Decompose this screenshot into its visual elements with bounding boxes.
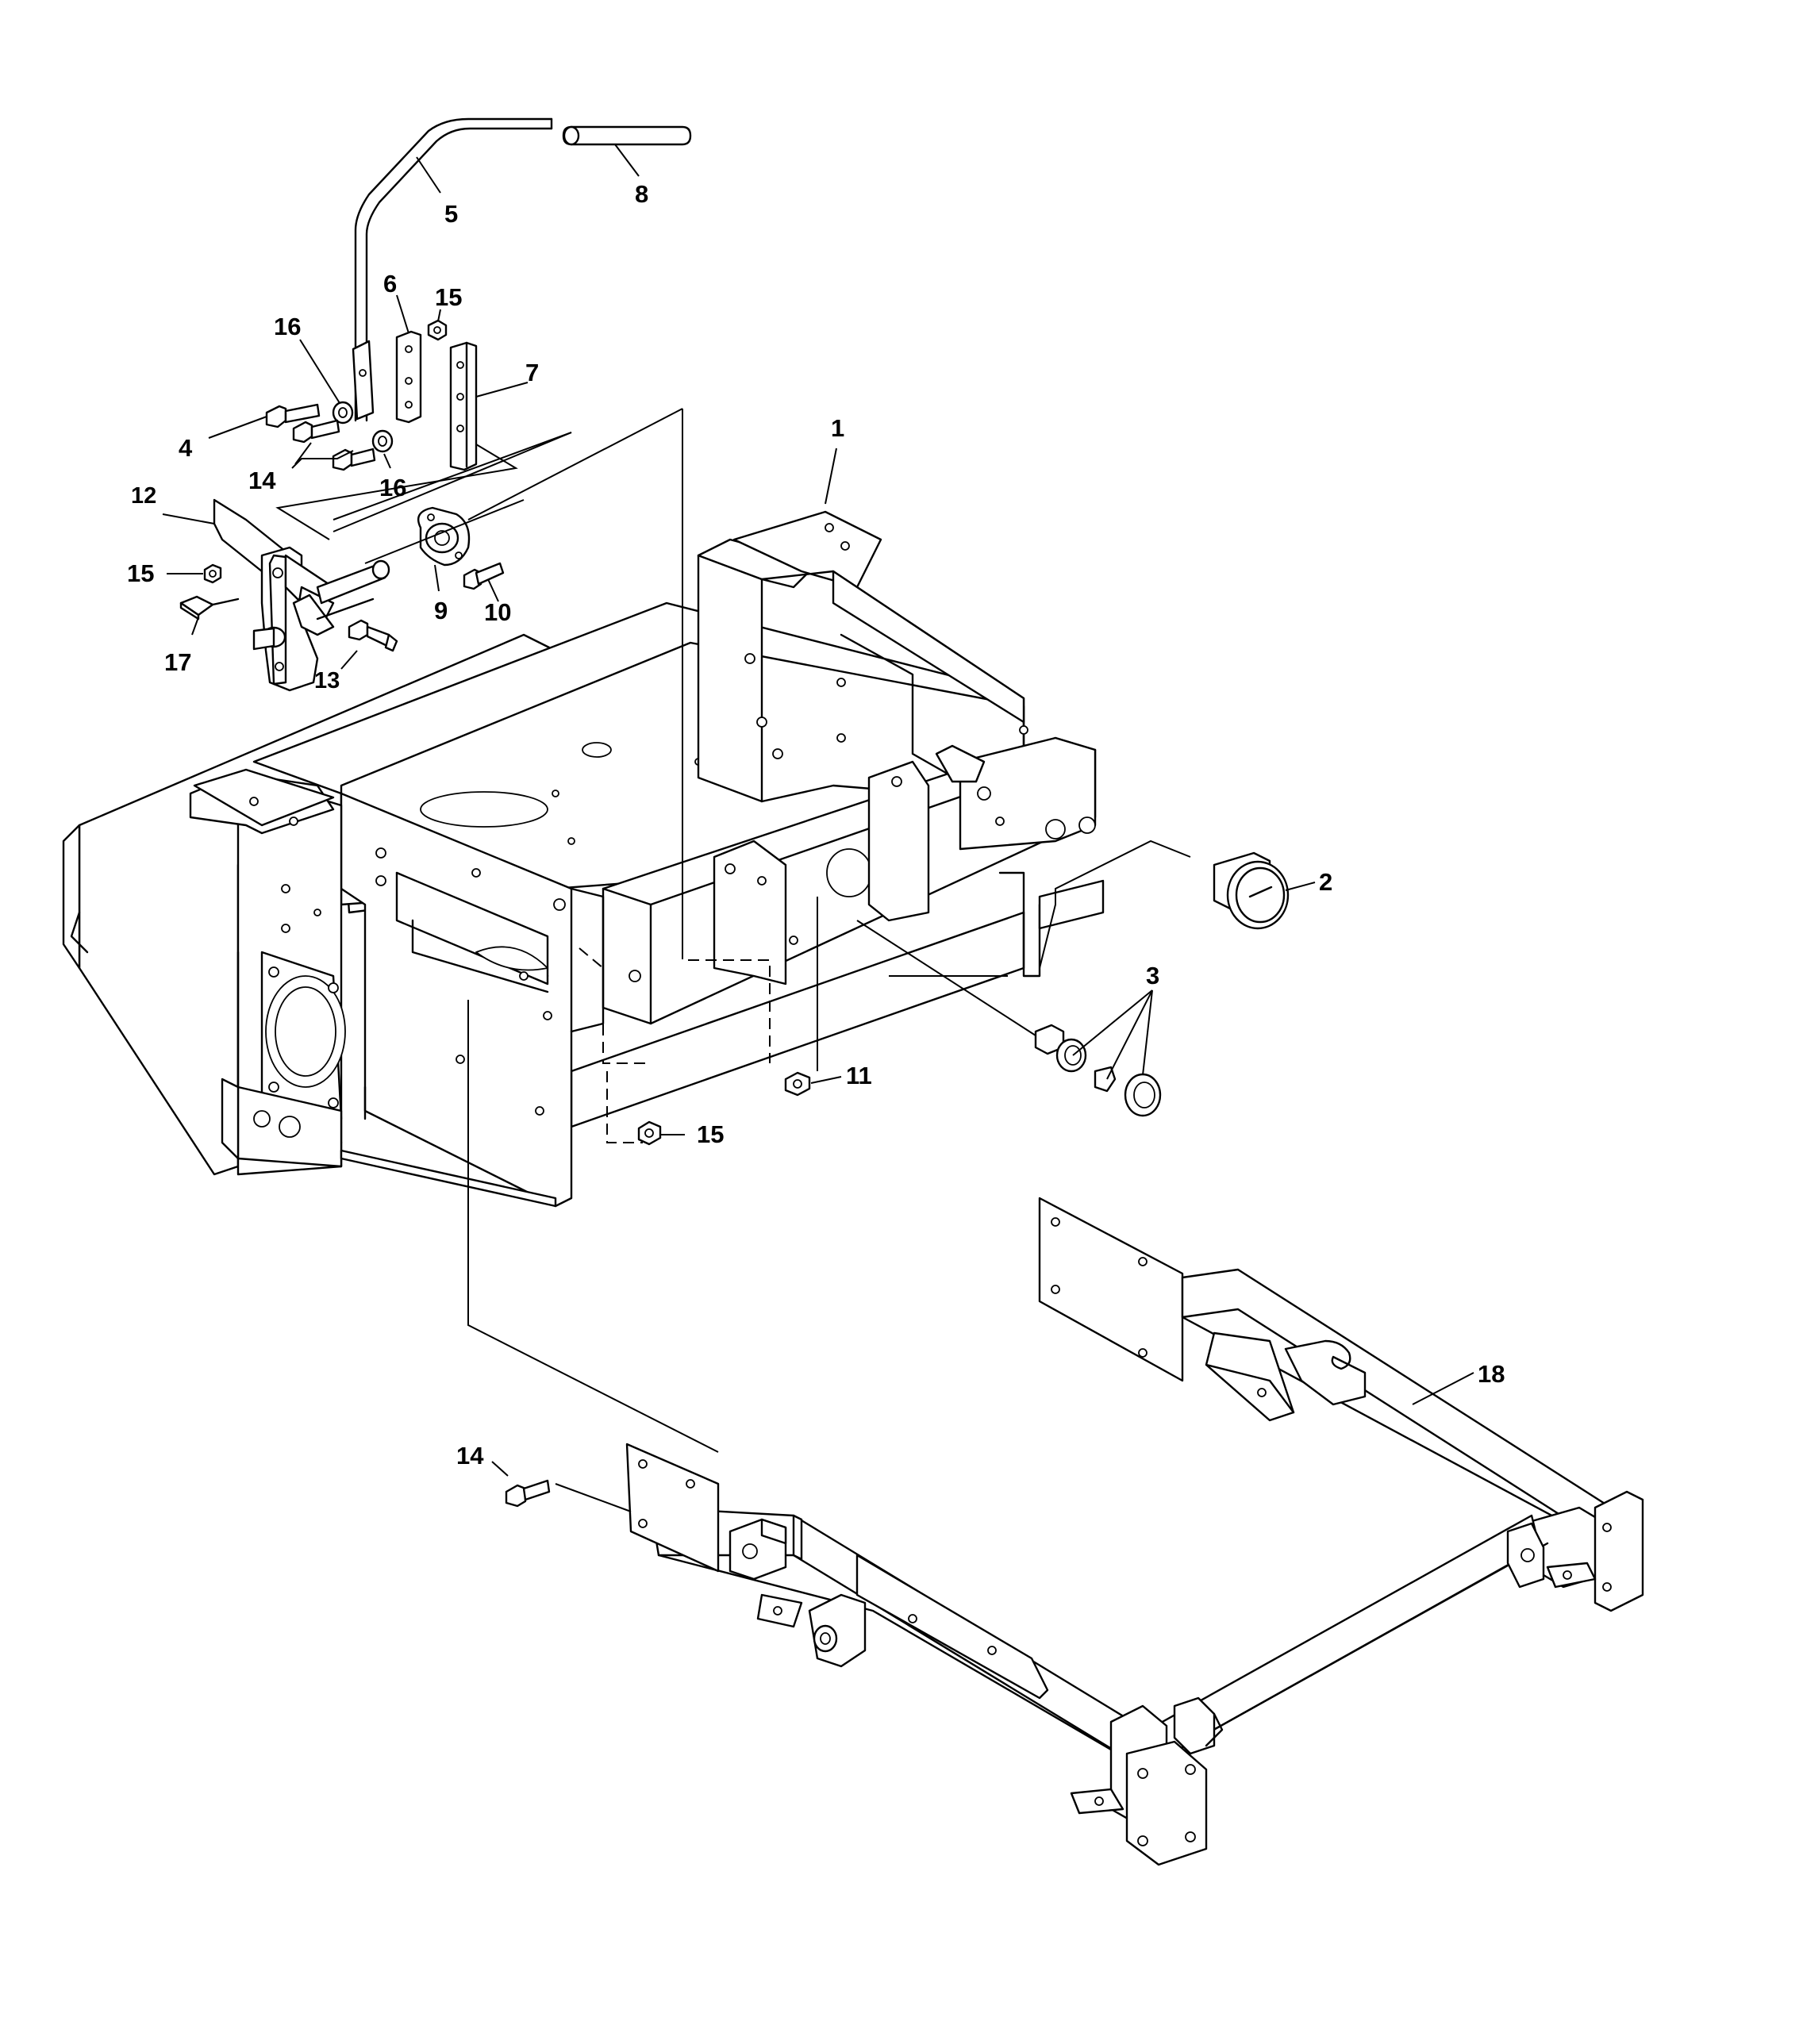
callout-11: 11	[846, 1062, 872, 1089]
callout-13: 13	[314, 668, 340, 694]
assembly-leader-lines	[275, 408, 1191, 1512]
lift-handle-part-5	[352, 117, 553, 422]
callout-16-upper: 16	[274, 313, 301, 340]
callout-15-left: 15	[127, 559, 154, 587]
callout-12: 12	[131, 483, 156, 509]
cap-part-2	[1213, 851, 1290, 930]
clip-part-17	[179, 595, 240, 620]
link-part-6	[395, 330, 422, 424]
pivot-bracket-part-12	[213, 498, 390, 692]
callout-1: 1	[831, 414, 844, 442]
callout-5: 5	[444, 200, 458, 228]
nut-part-15-bottom	[637, 1120, 662, 1146]
callout-9: 9	[434, 597, 448, 624]
callout-4: 4	[179, 434, 193, 462]
main-frame-part-1	[62, 510, 1105, 1208]
bolt-part-14-upper	[292, 419, 340, 444]
nut-part-15-left	[203, 563, 222, 584]
grip-part-8	[562, 125, 692, 146]
callout-6: 6	[383, 270, 397, 298]
callout-8: 8	[635, 180, 648, 208]
bolt-part-10	[463, 562, 505, 590]
callout-3: 3	[1146, 962, 1159, 989]
washer-part-16-upper	[332, 401, 354, 425]
callout-16-lower: 16	[379, 474, 406, 501]
bar-part-7	[449, 341, 478, 471]
callout-17: 17	[164, 648, 191, 676]
callout-leaders	[162, 144, 1474, 1477]
callout-10: 10	[484, 598, 511, 626]
bolt-part-13	[348, 619, 398, 652]
callout-labels: 1 2 3 4 5 6 7 8 9 10 11 12 13 14 14 15 1…	[127, 180, 1505, 1470]
callout-14-bottom: 14	[456, 1442, 484, 1470]
bolt-part-14-lower	[332, 448, 376, 471]
callout-15-top: 15	[435, 283, 462, 311]
callout-14-top: 14	[248, 467, 276, 494]
nut-part-11	[784, 1071, 811, 1097]
switch-part-3	[1034, 1024, 1162, 1117]
callout-18: 18	[1478, 1360, 1505, 1388]
callout-15-bottom: 15	[697, 1120, 724, 1148]
subframe-part-18	[625, 1197, 1644, 1866]
flange-bearing-part-9	[417, 506, 471, 567]
bolt-part-4	[265, 403, 321, 428]
callout-2: 2	[1319, 868, 1332, 896]
bolt-part-14-bottom	[505, 1479, 551, 1508]
callout-7: 7	[525, 359, 539, 386]
nut-part-15-top	[427, 319, 448, 341]
washer-part-16-lower	[371, 429, 394, 453]
